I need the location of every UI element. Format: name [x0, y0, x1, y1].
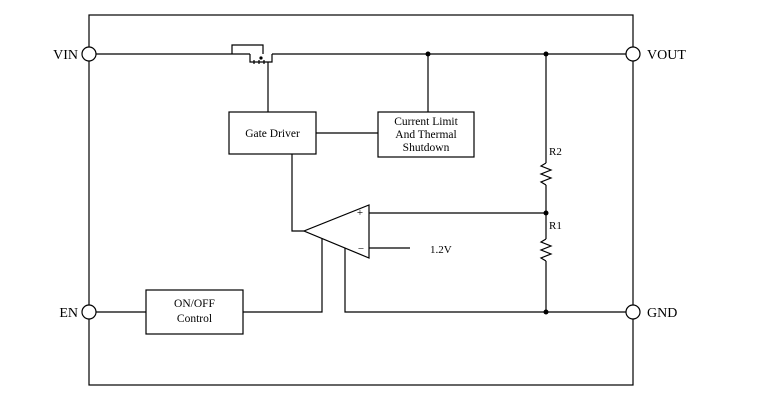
pin-vin: VIN: [53, 46, 97, 63]
pin-gnd-label: GND: [647, 306, 677, 321]
onoff-line2: Control: [177, 313, 212, 325]
pin-gnd: GND: [625, 304, 677, 321]
opamp-minus-label: −: [358, 243, 364, 255]
pin-vout: VOUT: [625, 46, 686, 63]
error-amplifier: + −: [302, 204, 370, 259]
wire-amp-ground: [344, 248, 626, 313]
wire-amp-to-driver: [291, 154, 304, 232]
chip-outline: [88, 14, 634, 386]
current-limit-line3: Shutdown: [403, 142, 450, 154]
resistor-r2: R2: [539, 146, 562, 186]
reference-label: 1.2V: [430, 244, 452, 256]
pass-transistor: [231, 44, 273, 68]
onoff-control-block: ON/OFF Control: [145, 289, 244, 335]
current-limit-block: Current Limit And Thermal Shutdown: [377, 111, 475, 158]
resistor-r1: R1: [539, 220, 562, 262]
r1-label: R1: [549, 220, 562, 232]
pin-vin-label: VIN: [53, 48, 78, 63]
wire-amp-enable: [243, 238, 323, 313]
junction-limit-rail: [425, 51, 431, 57]
current-limit-line1: Current Limit: [394, 116, 458, 128]
pin-en: EN: [59, 304, 97, 321]
opamp-plus-label: +: [357, 207, 363, 219]
gate-driver-label: Gate Driver: [245, 128, 300, 140]
r2-label: R2: [549, 146, 562, 158]
onoff-line1: ON/OFF: [174, 298, 215, 310]
pin-en-label: EN: [59, 306, 78, 321]
current-limit-line2: And Thermal: [395, 129, 456, 141]
pin-vout-label: VOUT: [647, 48, 686, 63]
gate-driver-block: Gate Driver: [228, 111, 317, 155]
